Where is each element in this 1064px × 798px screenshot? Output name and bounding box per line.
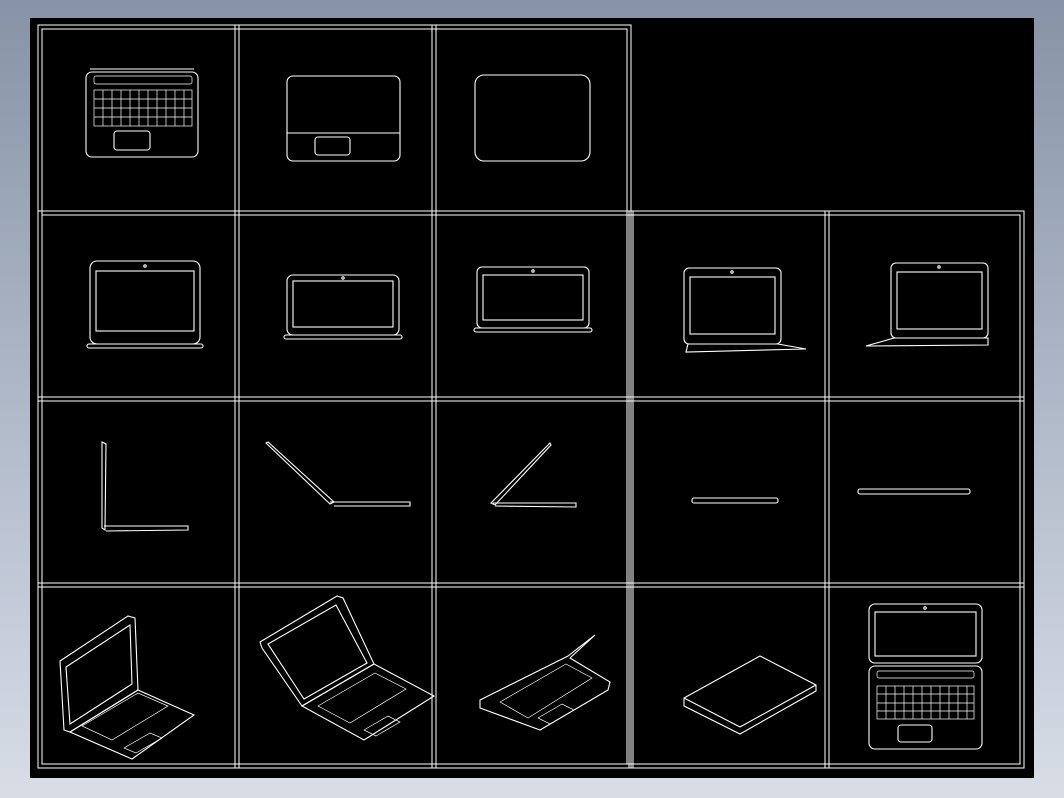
front-view-5[interactable] bbox=[865, 262, 989, 347]
laptop-views-drawing bbox=[37, 24, 1025, 769]
side-view-closed-2[interactable] bbox=[857, 488, 971, 495]
lid-back-view[interactable] bbox=[474, 74, 591, 162]
sheet-grid bbox=[37, 24, 1025, 769]
side-view-open-90[interactable] bbox=[101, 441, 189, 532]
cad-model-space[interactable] bbox=[30, 18, 1034, 778]
side-view-open-135[interactable] bbox=[265, 441, 411, 507]
keyboard-deck-top-view[interactable] bbox=[85, 68, 199, 158]
front-view-4[interactable] bbox=[683, 267, 807, 353]
front-view-3[interactable] bbox=[473, 266, 593, 333]
front-view[interactable] bbox=[86, 260, 204, 349]
top-view-unfolded[interactable] bbox=[868, 603, 983, 750]
side-view-closed[interactable] bbox=[691, 497, 779, 504]
side-view-open-45[interactable] bbox=[490, 442, 577, 508]
iso-view-flat[interactable] bbox=[479, 634, 611, 731]
base-bottom-view[interactable] bbox=[286, 75, 401, 162]
iso-view-open[interactable] bbox=[59, 615, 196, 760]
iso-view-closed[interactable] bbox=[683, 655, 817, 735]
iso-view-open-2[interactable] bbox=[259, 595, 436, 741]
front-view-2[interactable] bbox=[283, 274, 403, 340]
